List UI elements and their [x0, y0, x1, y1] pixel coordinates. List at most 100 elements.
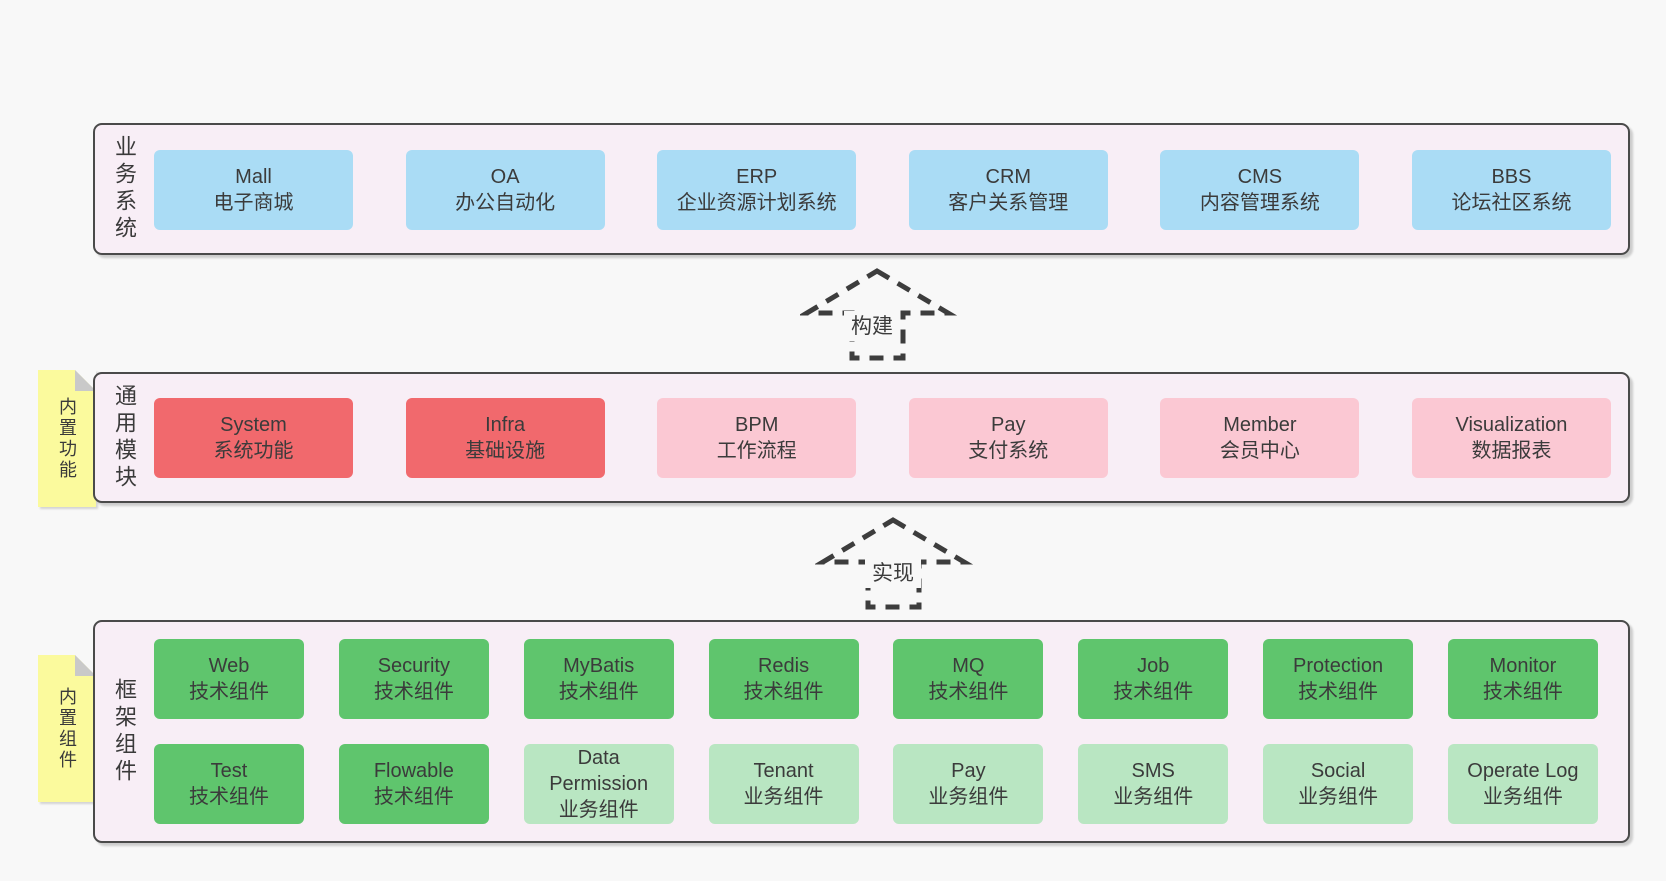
sticky-note-builtin-features: 内置功能	[38, 370, 96, 507]
box-sms: SMS 业务组件	[1078, 744, 1229, 824]
box-title: MyBatis	[563, 655, 635, 677]
implement-arrow: 实现	[815, 517, 974, 610]
business-box-row: Mall 电子商城 OA 办公自动化 ERP 企业资源计划系统 CRM 客户关系…	[154, 150, 1611, 230]
box-title: Pay	[991, 414, 1026, 436]
box-title: Pay	[951, 760, 986, 782]
box-subtitle: 论坛社区系统	[1451, 192, 1572, 214]
layer-business-systems: 业务系统 Mall 电子商城 OA 办公自动化 ERP 企业资源计划系统 CRM…	[93, 123, 1630, 255]
box-title: Infra	[485, 414, 526, 436]
layer-common-modules: 通用模块 System 系统功能 Infra 基础设施 BPM 工作流程 Pay…	[93, 372, 1630, 503]
box-title: Monitor	[1489, 655, 1557, 677]
box-title: System	[220, 414, 287, 436]
box-subtitle: 系统功能	[213, 440, 294, 462]
box-subtitle: 技术组件	[189, 786, 269, 808]
box-subtitle: 基础设施	[465, 440, 546, 462]
box-subtitle: 客户关系管理	[948, 192, 1069, 214]
box-subtitle: 技术组件	[373, 786, 454, 808]
box-title: Data Permission	[549, 747, 649, 795]
box-subtitle: 技术组件	[1113, 681, 1194, 703]
box-title: OA	[490, 166, 520, 188]
box-social: Social 业务组件	[1263, 744, 1414, 824]
box-pay-module: Pay 支付系统	[908, 398, 1108, 478]
box-member: Member 会员中心	[1160, 398, 1360, 478]
box-subtitle: 技术组件	[558, 681, 639, 703]
box-subtitle: 业务组件	[928, 786, 1009, 808]
layer-label: 通用模块	[101, 374, 147, 501]
box-job: Job 技术组件	[1078, 639, 1229, 719]
box-test: Test 技术组件	[154, 744, 304, 824]
box-subtitle: 技术组件	[373, 681, 454, 703]
box-title: MQ	[952, 655, 985, 677]
box-data-permission: Data Permission 业务组件	[523, 744, 674, 824]
box-title: Security	[377, 655, 450, 677]
box-operate-log: Operate Log 业务组件	[1447, 744, 1598, 824]
box-subtitle: 技术组件	[1482, 681, 1563, 703]
box-title: BPM	[735, 414, 779, 436]
box-subtitle: 技术组件	[743, 681, 824, 703]
box-subtitle: 办公自动化	[455, 192, 556, 214]
box-monitor: Monitor 技术组件	[1447, 639, 1598, 719]
box-subtitle: 业务组件	[743, 786, 824, 808]
box-subtitle: 电子商城	[213, 192, 294, 214]
box-cms: CMS 内容管理系统	[1160, 150, 1360, 230]
box-subtitle: 技术组件	[189, 681, 269, 703]
box-title: CRM	[985, 166, 1032, 188]
box-web: Web 技术组件	[154, 639, 304, 719]
box-title: Member	[1223, 414, 1297, 436]
box-mq: MQ 技术组件	[893, 639, 1044, 719]
box-redis: Redis 技术组件	[708, 639, 859, 719]
box-title: Job	[1137, 655, 1170, 677]
layer-framework-components: 框架组件 Web 技术组件 Security 技术组件 MyBatis 技术组件…	[93, 620, 1630, 843]
box-erp: ERP 企业资源计划系统	[657, 150, 857, 230]
layer-label: 业务系统	[101, 125, 147, 253]
box-subtitle: 内容管理系统	[1199, 192, 1320, 214]
box-subtitle: 企业资源计划系统	[676, 192, 837, 214]
box-mybatis: MyBatis 技术组件	[523, 639, 674, 719]
box-subtitle: 工作流程	[716, 440, 797, 462]
box-title: Social	[1310, 760, 1366, 782]
layer-label-text: 框架组件	[112, 677, 137, 786]
box-oa: OA 办公自动化	[405, 150, 605, 230]
layer-label-text: 业务系统	[112, 135, 137, 243]
arrow-label: 实现	[872, 562, 914, 585]
box-subtitle: 会员中心	[1219, 440, 1300, 462]
box-bbs: BBS 论坛社区系统	[1411, 150, 1611, 230]
box-subtitle: 业务组件	[1113, 786, 1194, 808]
box-subtitle: 技术组件	[928, 681, 1009, 703]
sticky-note-builtin-components: 内置组件	[38, 655, 96, 802]
box-title: Operate Log	[1467, 760, 1579, 782]
box-subtitle: 业务组件	[558, 799, 639, 821]
box-subtitle: 业务组件	[1298, 786, 1379, 808]
box-visualization: Visualization 数据报表	[1411, 398, 1611, 478]
box-infra: Infra 基础设施	[405, 398, 605, 478]
arrow-label-bg	[844, 311, 900, 341]
box-security: Security 技术组件	[338, 639, 489, 719]
box-subtitle: 数据报表	[1471, 440, 1552, 462]
box-mall: Mall 电子商城	[154, 150, 353, 230]
module-box-row: System 系统功能 Infra 基础设施 BPM 工作流程 Pay 支付系统…	[154, 398, 1611, 478]
box-title: Flowable	[373, 760, 454, 782]
box-subtitle: 业务组件	[1482, 786, 1563, 808]
box-title: SMS	[1131, 760, 1175, 782]
up-arrow-icon	[800, 268, 958, 361]
component-box-row-2: Test 技术组件 Flowable 技术组件 Data Permission …	[154, 744, 1598, 824]
box-title: Protection	[1293, 655, 1384, 677]
box-title: Mall	[235, 166, 272, 188]
box-subtitle: 技术组件	[1298, 681, 1379, 703]
box-subtitle: 支付系统	[968, 440, 1049, 462]
box-title: CMS	[1237, 166, 1283, 188]
box-protection: Protection 技术组件	[1263, 639, 1414, 719]
box-flowable: Flowable 技术组件	[338, 744, 489, 824]
box-bpm: BPM 工作流程	[657, 398, 857, 478]
box-pay-component: Pay 业务组件	[893, 744, 1044, 824]
layer-label-text: 通用模块	[112, 383, 137, 492]
arrow-label-bg	[865, 558, 921, 588]
box-title: BBS	[1491, 166, 1532, 188]
arrow-label: 构建	[851, 315, 893, 338]
up-arrow-icon	[815, 517, 974, 610]
box-system: System 系统功能	[154, 398, 353, 478]
box-title: Visualization	[1455, 414, 1568, 436]
box-title: Web	[208, 655, 250, 677]
box-crm: CRM 客户关系管理	[908, 150, 1108, 230]
